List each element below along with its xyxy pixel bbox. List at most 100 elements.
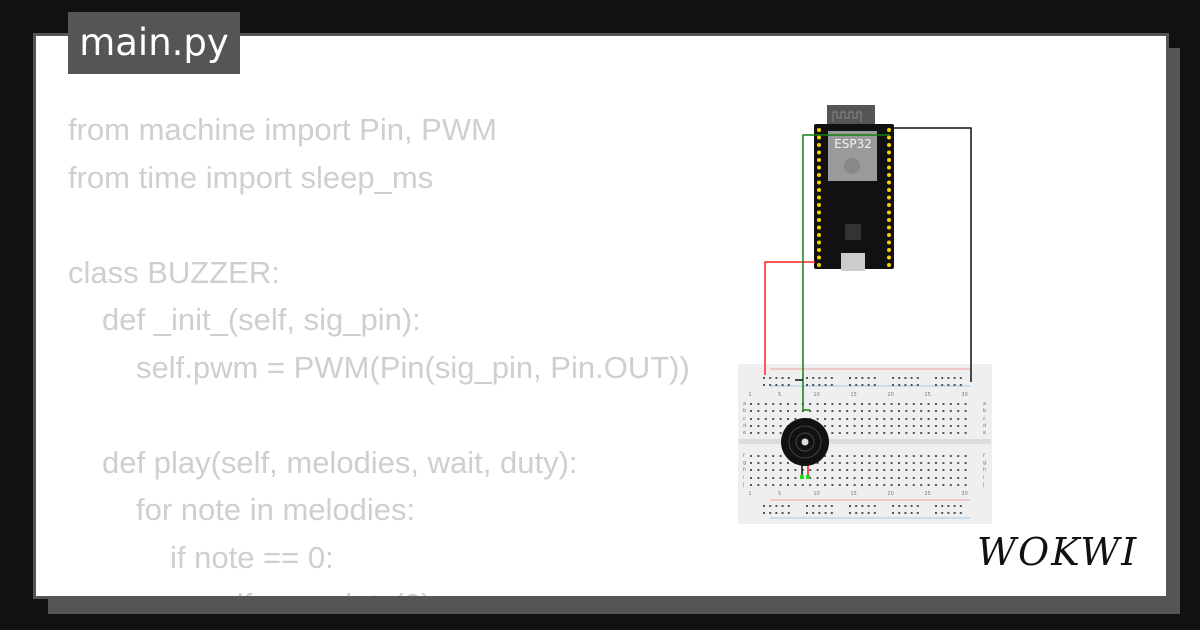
breadboard-hole [787, 477, 789, 479]
rail-hole [910, 377, 913, 379]
breadboard-hole [853, 418, 856, 420]
rail-hole [959, 384, 962, 386]
column-label: 5 [778, 491, 781, 497]
wire-green [802, 134, 890, 411]
pin [887, 233, 891, 237]
column-label: 15 [850, 491, 856, 497]
breadboard-hole [794, 477, 797, 479]
rail-hole [849, 377, 851, 379]
breadboard-hole [949, 469, 952, 471]
breadboard-hole [816, 477, 819, 479]
breadboard-hole [868, 418, 871, 420]
breadboard-hole [920, 432, 923, 434]
breadboard-hole [772, 432, 775, 434]
breadboard-hole [942, 418, 945, 420]
breadboard-hole [957, 469, 960, 471]
breadboard-hole [757, 403, 760, 405]
breadboard-hole [787, 462, 789, 464]
breadboard-hole [764, 477, 767, 479]
breadboard-hole [853, 410, 856, 412]
breadboard-hole [772, 462, 775, 464]
breadboard-hole [905, 410, 908, 412]
breadboard-hole [875, 425, 878, 427]
breadboard-hole [853, 469, 856, 471]
column-label: 20 [887, 491, 893, 497]
pin [817, 255, 821, 260]
breadboard-hole [824, 484, 826, 486]
row-label: i [743, 475, 744, 481]
breadboard-hole [824, 418, 826, 420]
row-label: a [983, 401, 986, 407]
breadboard-hole [750, 410, 752, 412]
rail-hole [861, 512, 864, 514]
row-label: f [983, 453, 985, 459]
breadboard-hole [898, 462, 900, 464]
breadboard-hole [809, 410, 812, 412]
rail-hole [959, 505, 962, 507]
breadboard-hole [935, 484, 937, 486]
rail-hole [953, 505, 956, 507]
breadboard-hole [838, 425, 841, 427]
breadboard-hole [764, 432, 767, 434]
code-line: class BUZZER: [68, 254, 280, 290]
breadboard-hole [875, 403, 878, 405]
breadboard-hole [964, 455, 967, 457]
breadboard-hole [912, 410, 915, 412]
breadboard-hole [957, 410, 960, 412]
breadboard-hole [942, 462, 945, 464]
column-label: 25 [924, 491, 930, 497]
row-label: h [983, 467, 986, 473]
breadboard-hole [831, 484, 834, 486]
breadboard-hole [831, 432, 834, 434]
rail-hole [775, 384, 778, 386]
breadboard-hole [964, 477, 967, 479]
rail-hole [910, 512, 913, 514]
breadboard-hole [920, 477, 923, 479]
breadboard-hole [890, 477, 893, 479]
rail-hole [830, 384, 833, 386]
breadboard-hole [831, 477, 834, 479]
row-label: a [743, 401, 746, 407]
breadboard-hole [898, 418, 900, 420]
rail-hole [763, 505, 765, 507]
breadboard-hole [816, 469, 819, 471]
breadboard-hole [935, 455, 937, 457]
breadboard-hole [875, 484, 878, 486]
breadboard-hole [772, 403, 775, 405]
breadboard-hole [764, 462, 767, 464]
pin [887, 180, 891, 185]
breadboard-hole [831, 418, 834, 420]
rail-hole [892, 384, 894, 386]
breadboard-hole [927, 410, 930, 412]
pin [817, 203, 821, 207]
pin [817, 158, 821, 162]
breadboard-hole [920, 425, 923, 427]
breadboard-hole [831, 469, 834, 471]
breadboard-hole [920, 403, 923, 405]
row-label: e [983, 430, 986, 436]
pin [887, 165, 891, 170]
breadboard-hole [868, 432, 871, 434]
rail-hole [812, 377, 815, 379]
breadboard-hole [898, 484, 900, 486]
rail-hole [855, 512, 858, 514]
breadboard-hole [905, 403, 908, 405]
rail-hole [769, 505, 772, 507]
breadboard-hole [772, 455, 775, 457]
rail-hole [953, 377, 956, 379]
rail-hole [910, 505, 913, 507]
code-line: from machine import Pin, PWM [68, 112, 497, 147]
column-label: 1 [748, 392, 751, 398]
breadboard-hole [838, 418, 841, 420]
row-label: g [983, 460, 986, 466]
breadboard-hole [772, 484, 775, 486]
breadboard-hole [898, 410, 900, 412]
breadboard-hole [794, 469, 797, 471]
breadboard-hole [920, 410, 923, 412]
breadboard-hole [875, 469, 878, 471]
breadboard-hole [846, 432, 849, 434]
rail-hole [787, 377, 790, 379]
breadboard-hole [898, 469, 900, 471]
row-label: i [983, 475, 984, 481]
breadboard-hole [772, 477, 775, 479]
